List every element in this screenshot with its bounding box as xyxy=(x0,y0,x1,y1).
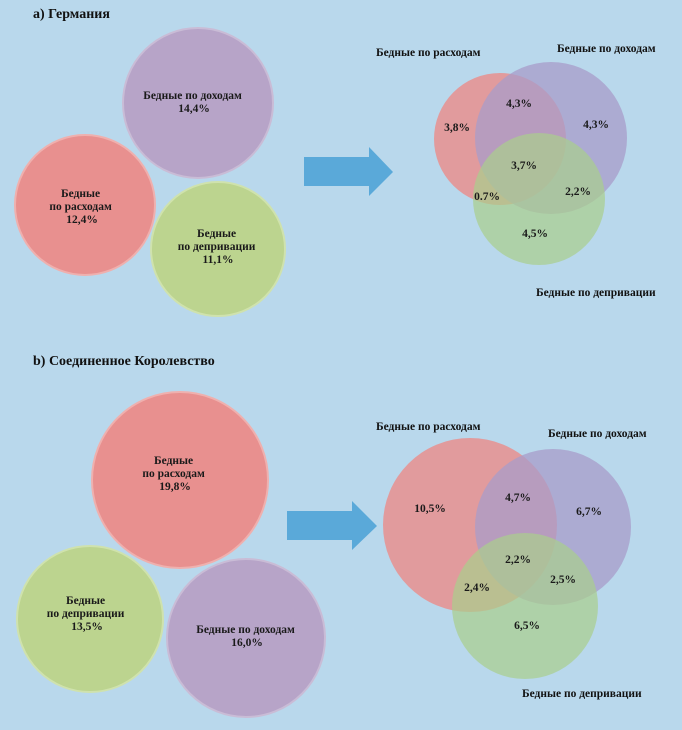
venn-a-label-deprivation: Бедные по депривации xyxy=(536,287,656,299)
section-a-heading: a) Германия xyxy=(33,7,110,22)
section-b-separate-circles: Бедные по расходам 19,8% Бедные по депри… xyxy=(16,391,326,718)
venn-b-deprivation-only: 6,5% xyxy=(514,620,540,632)
venn-a-expense-only: 3,8% xyxy=(444,122,470,134)
circle-a-deprivation-label: Бедные по депривации 11,1% xyxy=(178,228,259,266)
arrow-a-icon xyxy=(304,147,393,196)
circle-b-expense xyxy=(91,391,269,569)
circle-a-deprivation xyxy=(150,181,286,317)
circle-a-income xyxy=(122,27,274,179)
section-a-separate-circles: Бедные по доходам 14,4% Бедные по расход… xyxy=(14,27,286,317)
section-b-heading: b) Соединенное Королевство xyxy=(33,354,215,369)
venn-a-income-deprivation: 2,2% xyxy=(565,186,591,198)
venn-a-label-income: Бедные по доходам xyxy=(557,43,656,55)
venn-a-deprivation-only: 4,5% xyxy=(522,228,548,240)
venn-b-deprivation xyxy=(452,533,598,679)
venn-a-expense-income: 4,3% xyxy=(506,98,532,110)
venn-b-income-only: 6,7% xyxy=(576,506,602,518)
circle-b-income xyxy=(166,558,326,718)
circle-b-deprivation-label: Бедные по депривации 13,5% xyxy=(47,595,128,633)
venn-b-income-deprivation: 2,5% xyxy=(550,574,576,586)
venn-a-all: 3,7% xyxy=(511,160,537,172)
venn-b-expense-income: 4,7% xyxy=(505,492,531,504)
section-a-venn: Бедные по расходам Бедные по доходам Бед… xyxy=(376,43,656,299)
venn-b-label-deprivation: Бедные по депривации xyxy=(522,688,642,700)
venn-b-label-expense: Бедные по расходам xyxy=(376,421,481,433)
circle-b-expense-label: Бедные по расходам 19,8% xyxy=(142,455,207,493)
venn-a-label-expense: Бедные по расходам xyxy=(376,47,481,59)
arrow-b-icon xyxy=(287,501,377,550)
venn-b-expense-deprivation: 2,4% xyxy=(464,582,490,594)
venn-b-all: 2,2% xyxy=(505,554,531,566)
venn-a-expense-deprivation: 0.7% xyxy=(474,191,500,203)
circle-b-deprivation xyxy=(16,545,164,693)
venn-a-income-only: 4,3% xyxy=(583,119,609,131)
venn-b-label-income: Бедные по доходам xyxy=(548,428,647,440)
circle-a-income-label: Бедные по доходам 14,4% xyxy=(143,90,245,115)
venn-a-deprivation xyxy=(473,133,605,265)
circle-b-income-label: Бедные по доходам 16,0% xyxy=(196,624,298,649)
circle-a-expense-label: Бедные по расходам 12,4% xyxy=(49,188,114,226)
section-b-venn: Бедные по расходам Бедные по доходам Бед… xyxy=(376,421,647,700)
circle-a-expense xyxy=(14,134,156,276)
venn-b-expense-only: 10,5% xyxy=(414,503,446,515)
